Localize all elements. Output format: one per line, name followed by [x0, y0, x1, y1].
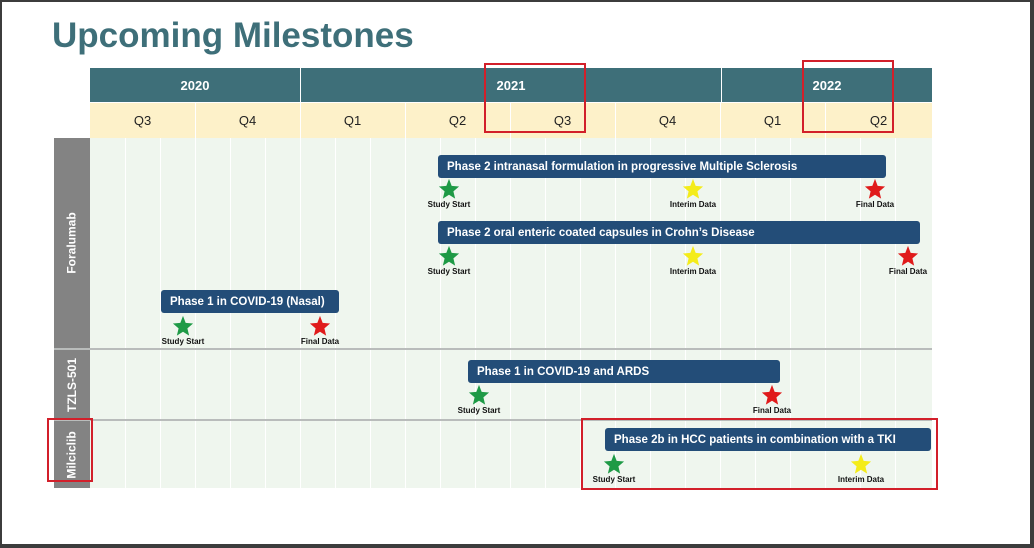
star-icon	[864, 178, 886, 199]
grid-line	[405, 138, 406, 488]
quarter-divider	[825, 103, 826, 138]
star-icon	[603, 453, 625, 474]
program-label: Foralumab	[65, 212, 79, 274]
year-2021: 2021	[301, 68, 721, 102]
milestone-label: Final Data	[888, 267, 928, 276]
grid-line	[475, 138, 476, 488]
lane-separator	[54, 348, 932, 350]
quarter-divider	[405, 103, 406, 138]
star-icon	[438, 245, 460, 266]
quarter-divider	[615, 103, 616, 138]
grid-line	[790, 138, 791, 488]
milestone-label: Study Start	[427, 267, 471, 276]
star-icon	[682, 245, 704, 266]
grid-line	[650, 138, 651, 488]
grid-line	[440, 138, 441, 488]
milestone-label: Study Start	[427, 200, 471, 209]
star-icon	[438, 178, 460, 199]
star-icon	[897, 245, 919, 266]
quarter-cell: Q3	[90, 103, 195, 138]
milestone-star	[438, 245, 460, 266]
grid-line	[580, 138, 581, 488]
milestone-star	[761, 384, 783, 405]
milestone-star	[468, 384, 490, 405]
year-2022: 2022	[722, 68, 932, 102]
milestone-label: Study Start	[592, 475, 636, 484]
grid-line	[335, 138, 336, 488]
star-icon	[682, 178, 704, 199]
milestone-star	[682, 178, 704, 199]
study-bar-ms: Phase 2 intranasal formulation in progre…	[438, 155, 886, 178]
milestone-label: Final Data	[855, 200, 895, 209]
quarter-divider	[300, 103, 301, 138]
grid-line	[860, 138, 861, 488]
quarter-cell: Q4	[615, 103, 720, 138]
star-icon	[172, 315, 194, 336]
milestone-star	[864, 178, 886, 199]
highlight-box-2021-q3	[484, 63, 586, 133]
milestone-star	[603, 453, 625, 474]
star-icon	[468, 384, 490, 405]
quarter-divider	[195, 103, 196, 138]
milestone-star	[309, 315, 331, 336]
grid-line	[265, 138, 266, 488]
year-2020: 2020	[90, 68, 300, 102]
grid-line	[370, 138, 371, 488]
lane-separator	[54, 419, 932, 421]
quarter-cell: Q1	[300, 103, 405, 138]
milestone-label: Study Start	[161, 337, 205, 346]
grid-line	[230, 138, 231, 488]
grid-line	[125, 138, 126, 488]
milestone-label: Interim Data	[669, 200, 717, 209]
quarter-divider	[510, 103, 511, 138]
study-bar-covid-nasal: Phase 1 in COVID-19 (Nasal)	[161, 290, 339, 313]
grid-line	[510, 138, 511, 488]
grid-line	[895, 138, 896, 488]
grid-line	[685, 138, 686, 488]
slide-title: Upcoming Milestones	[52, 16, 414, 55]
milestone-label: Interim Data	[837, 475, 885, 484]
highlight-box-milciclib	[47, 418, 93, 482]
milestone-star	[172, 315, 194, 336]
study-bar-covid-ards: Phase 1 in COVID-19 and ARDS	[468, 360, 780, 383]
star-icon	[309, 315, 331, 336]
milestone-star	[438, 178, 460, 199]
quarter-divider	[720, 103, 721, 138]
highlight-box-2022-q2	[802, 60, 894, 133]
program-label: TZLS-501	[65, 357, 80, 412]
milestone-star	[897, 245, 919, 266]
star-icon	[761, 384, 783, 405]
milestone-star	[850, 453, 872, 474]
grid-line	[300, 138, 301, 488]
milestone-label: Interim Data	[669, 267, 717, 276]
study-bar-crohns: Phase 2 oral enteric coated capsules in …	[438, 221, 920, 244]
program-foralumab: Foralumab	[54, 138, 90, 348]
program-milciclib: Milciclib	[54, 421, 90, 488]
milestone-label: Final Data	[752, 406, 792, 415]
milestone-label: Study Start	[457, 406, 501, 415]
grid-line	[195, 138, 196, 488]
star-icon	[850, 453, 872, 474]
grid-line	[825, 138, 826, 488]
program-tzls-501: TZLS-501	[54, 350, 90, 419]
study-bar-hcc: Phase 2b in HCC patients in combination …	[605, 428, 931, 451]
quarter-cell: Q4	[195, 103, 300, 138]
grid-line	[755, 138, 756, 488]
highlight-box-hcc-study	[581, 418, 938, 490]
milestone-label: Final Data	[300, 337, 340, 346]
grid-line	[545, 138, 546, 488]
grid-line	[615, 138, 616, 488]
milestone-star	[682, 245, 704, 266]
grid-line	[720, 138, 721, 488]
grid-line	[160, 138, 161, 488]
